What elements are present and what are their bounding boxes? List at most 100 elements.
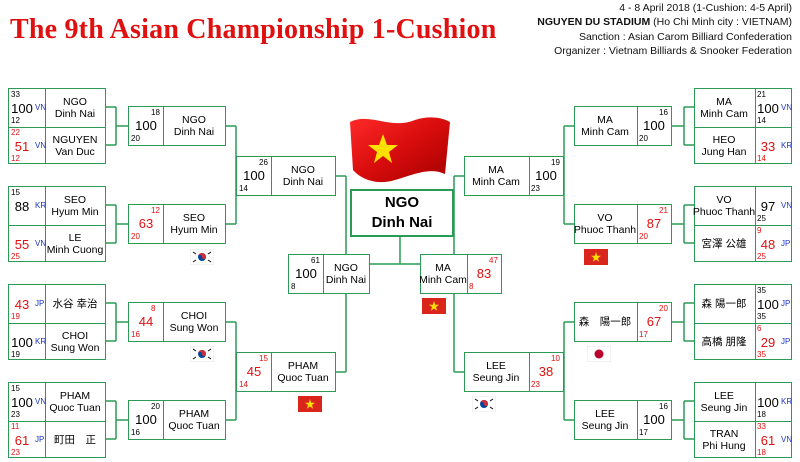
column-divider [45,89,46,163]
player-score: 87 [646,216,662,231]
high-run: 15 [11,384,20,393]
high-run: 21 [757,90,766,99]
innings: 20 [639,134,648,143]
column-divider [755,383,756,457]
innings: 14 [757,154,766,163]
column-divider [637,303,638,341]
column-divider [323,255,324,293]
row-divider [695,323,791,324]
country-code: VN [781,103,793,112]
high-run: 47 [489,256,498,265]
japan-flag-icon [587,346,611,362]
innings: 23 [531,184,540,193]
champion-box: NGO Dinh Nai [350,189,454,237]
row-divider [695,421,791,422]
player-score: 100 [757,394,779,410]
column-divider [45,285,46,359]
player-score: 55 [14,236,30,252]
column-divider [529,157,530,195]
player-name-line1: HEO [712,134,736,146]
high-run: 33 [757,422,766,431]
player-score: 43 [14,296,30,312]
column-divider [755,187,756,261]
player-name-line1: NGO [334,261,358,274]
innings: 35 [757,350,766,359]
player-name-line1: NGO [63,96,87,108]
player-name-line1: MA [435,261,451,274]
high-run: 20 [659,304,668,313]
player-score: 45 [246,364,262,379]
high-run: 18 [151,108,160,117]
player-name-line1: NGO [182,113,206,126]
player-name: 森 陽一郎 [575,303,635,340]
player-name-line2: Van Duc [55,146,95,158]
column-divider [271,157,272,195]
country-code: KR [781,397,793,406]
venue-city: (Ho Chi Minh city : VIETNAM) [650,16,792,28]
country-code: KR [781,141,793,150]
innings: 18 [757,448,766,457]
player-score: 100 [135,118,157,133]
event-sanction: Sanction : Asian Carom Billiard Confeder… [578,31,792,43]
high-run: 15 [259,354,268,363]
player-name-line1: LEE [595,407,615,420]
innings: 16 [131,330,140,339]
player-name-line2: Quoc Tuan [168,419,220,432]
innings: 20 [639,232,648,241]
high-run: 9 [757,226,762,235]
player-name-line1: LEE [486,359,506,372]
player-name-line1: 高橋 朋隆 [701,336,747,348]
player-score: 48 [760,236,776,252]
column-divider [45,383,46,457]
high-run: 21 [659,206,668,215]
player-name-line2: Quoc Tuan [49,402,101,414]
player-name-line1: VO [716,194,732,206]
innings: 14 [239,380,248,389]
player-score: 83 [476,266,492,281]
country-code: VN [35,103,47,112]
column-divider [755,89,756,163]
player-name-line2: Dinh Nai [325,273,367,286]
player-name-line1: 森 陽一郎 [578,315,632,328]
high-run: 16 [659,108,668,117]
player-name-line2: Dinh Nai [54,108,96,120]
innings: 25 [757,252,766,261]
player-name-line1: SEO [182,211,206,224]
column-divider [467,255,468,293]
innings: 8 [291,282,296,291]
player-score: 100 [243,168,265,183]
innings: 19 [11,312,20,321]
vietnam-flag-icon [584,249,608,265]
column-divider [529,353,530,391]
player-name-line2: Minh Cam [700,108,748,120]
innings: 23 [11,410,20,419]
player-name-line1: SEO [63,194,87,206]
country-code: VN [781,201,793,210]
player-score: 61 [14,432,30,448]
event-dates: 4 - 8 April 2018 (1-Cushion: 4-5 April) [619,2,792,14]
player-name-line2: Sung Won [169,321,219,334]
player-score: 100 [11,334,33,350]
innings: 12 [11,116,20,125]
innings: 14 [239,184,248,193]
event-venue: NGUYEN DU STADIUM (Ho Chi Minh city : VI… [537,16,792,28]
player-score: 44 [138,314,154,329]
